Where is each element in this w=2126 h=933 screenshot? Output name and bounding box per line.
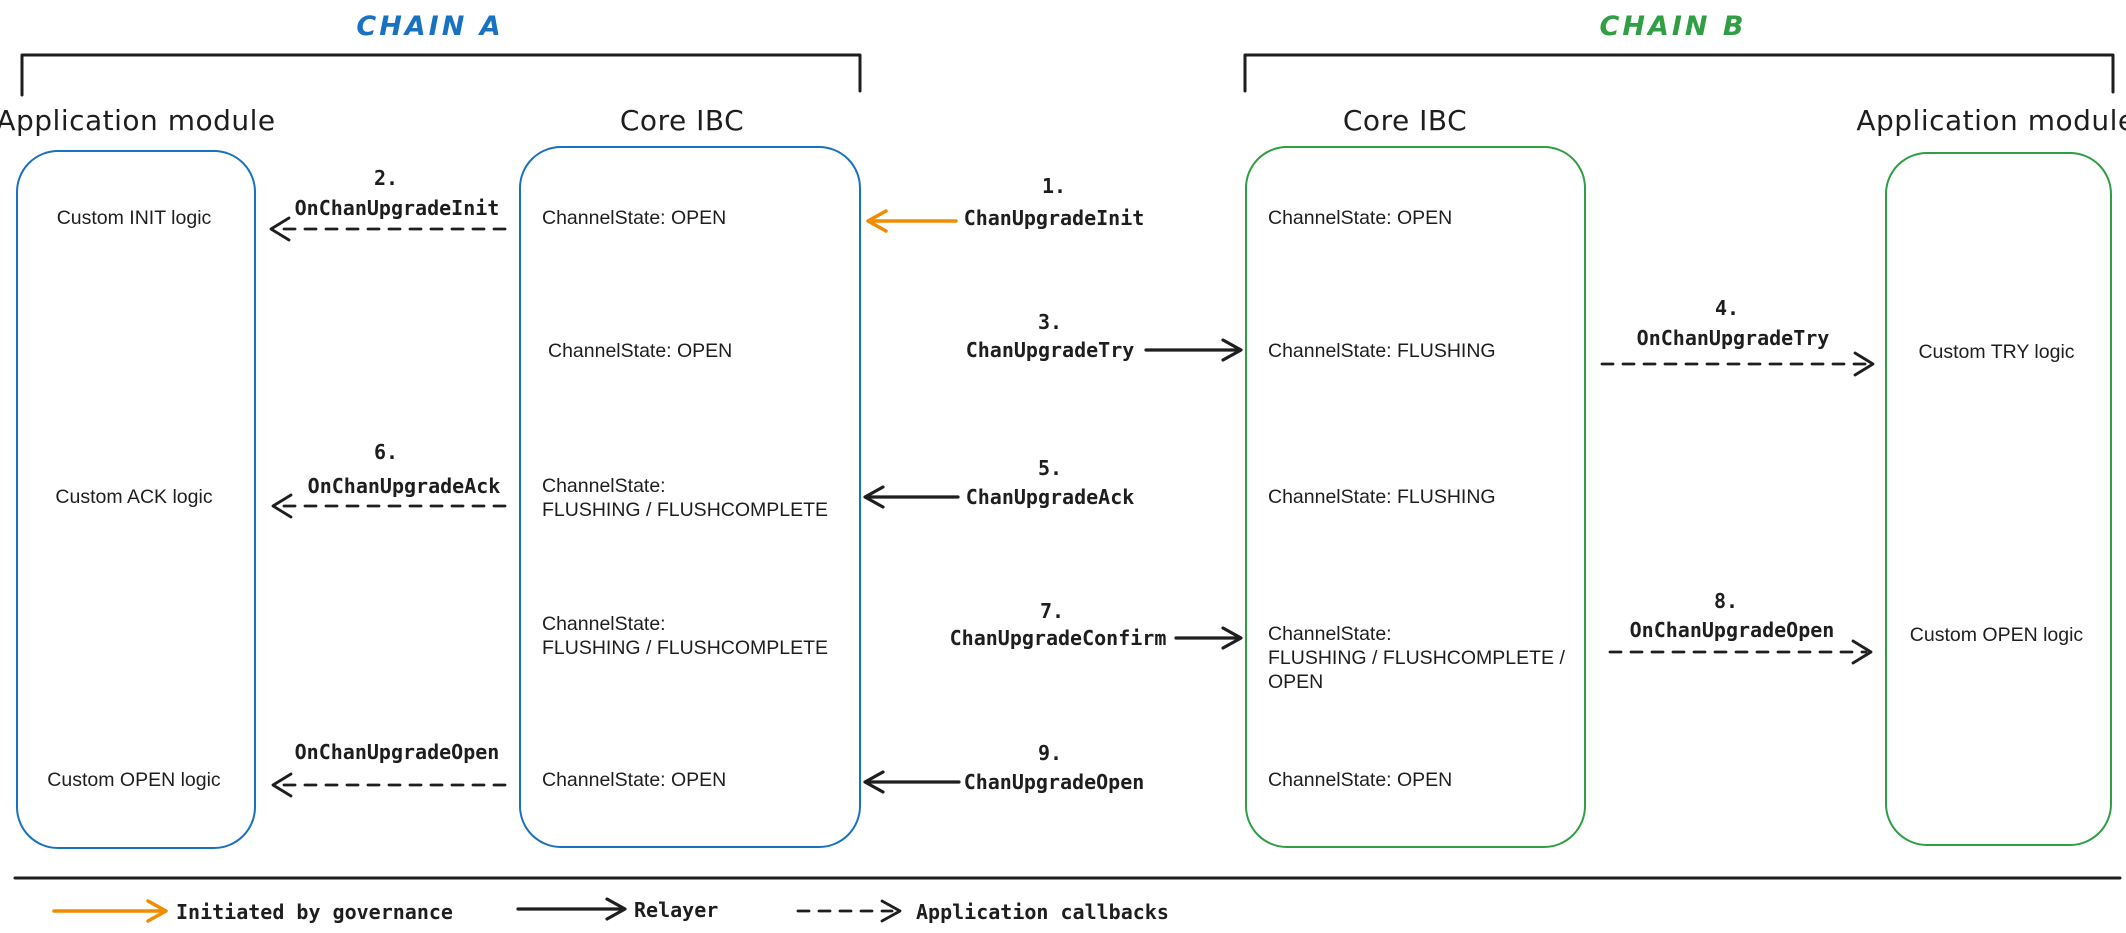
header-app-module-b: Application module (1856, 104, 2126, 137)
msg-3-label: ChanUpgradeTry (965, 338, 1135, 362)
chain-a-bracket (20, 53, 862, 97)
msg-6-number: 6. (373, 440, 399, 464)
msg-9-label: ChanUpgradeOpen (963, 770, 1145, 794)
app-b-row-open: Custom OPEN logic (1909, 624, 2084, 646)
chain-a-title: CHAIN A (356, 11, 504, 42)
header-core-ibc-b: Core IBC (1342, 104, 1468, 137)
msg-4-number: 4. (1714, 296, 1740, 320)
msg-4-label: OnChanUpgradeTry (1636, 326, 1830, 350)
msg-10-label: OnChanUpgradeOpen (294, 740, 500, 764)
legend-relayer-arrow (516, 897, 627, 921)
header-core-ibc-a: Core IBC (619, 104, 745, 137)
core-b-row-3: ChannelState: FLUSHING (1268, 486, 1496, 508)
msg-7-number: 7. (1039, 599, 1065, 623)
arrow-on-chan-upgrade-open-b (1608, 639, 1873, 665)
msg-1-number: 1. (1041, 174, 1067, 198)
msg-2-number: 2. (373, 166, 399, 190)
core-b-row-1: ChannelState: OPEN (1268, 207, 1453, 229)
chain-b-bracket (1243, 53, 2115, 94)
legend-callbacks-label: Application callbacks (916, 900, 1169, 924)
core-b-row-2: ChannelState: FLUSHING (1268, 340, 1496, 362)
core-a-row-2: ChannelState: OPEN (548, 340, 733, 362)
msg-2-label: OnChanUpgradeInit (294, 196, 500, 220)
core-a-row-3: ChannelState: FLUSHING / FLUSHCOMPLETE (542, 475, 829, 521)
core-a-row-4: ChannelState: FLUSHING / FLUSHCOMPLETE (542, 613, 829, 659)
msg-5-label: ChanUpgradeAck (965, 485, 1135, 509)
core-a-row-1: ChannelState: OPEN (542, 207, 727, 229)
legend-governance-arrow (52, 899, 168, 923)
chain-b-title: CHAIN B (1599, 11, 1747, 42)
core-b-row-4: ChannelState: FLUSHING / FLUSHCOMPLETE /… (1268, 623, 1565, 693)
msg-9-number: 9. (1037, 741, 1063, 765)
msg-8-label: OnChanUpgradeOpen (1629, 618, 1835, 642)
arrow-on-chan-upgrade-ack (271, 493, 507, 519)
core-b-row-5: ChannelState: OPEN (1268, 769, 1453, 791)
box-core-ibc-b (1245, 146, 1586, 848)
msg-1-label: ChanUpgradeInit (963, 206, 1145, 230)
box-core-ibc-a (519, 146, 861, 848)
arrow-on-chan-upgrade-try (1600, 351, 1875, 377)
core-a-row-5: ChannelState: OPEN (542, 769, 727, 791)
msg-7-label: ChanUpgradeConfirm (949, 626, 1167, 650)
arrow-on-chan-upgrade-open-a (271, 772, 507, 798)
legend-callbacks-arrow (796, 899, 902, 923)
arrow-chan-upgrade-confirm (1174, 626, 1243, 650)
arrow-on-chan-upgrade-init (269, 216, 507, 242)
legend-governance-label: Initiated by governance (176, 900, 453, 924)
app-a-row-init: Custom INIT logic (56, 207, 212, 229)
box-app-module-a (16, 150, 256, 849)
msg-6-label: OnChanUpgradeAck (307, 474, 501, 498)
legend-relayer-label: Relayer (634, 898, 719, 922)
app-a-row-ack: Custom ACK logic (55, 486, 213, 508)
arrow-chan-upgrade-try (1144, 338, 1243, 362)
msg-5-number: 5. (1037, 456, 1063, 480)
msg-8-number: 8. (1713, 589, 1739, 613)
msg-3-number: 3. (1037, 310, 1063, 334)
box-app-module-b (1885, 152, 2112, 846)
app-a-row-open: Custom OPEN logic (47, 769, 221, 791)
header-app-module-a: Application module (0, 104, 276, 137)
arrow-chan-upgrade-ack (863, 485, 960, 509)
arrow-chan-upgrade-init (866, 209, 958, 233)
app-b-row-try: Custom TRY logic (1918, 341, 2075, 363)
arrow-chan-upgrade-open (863, 770, 961, 794)
